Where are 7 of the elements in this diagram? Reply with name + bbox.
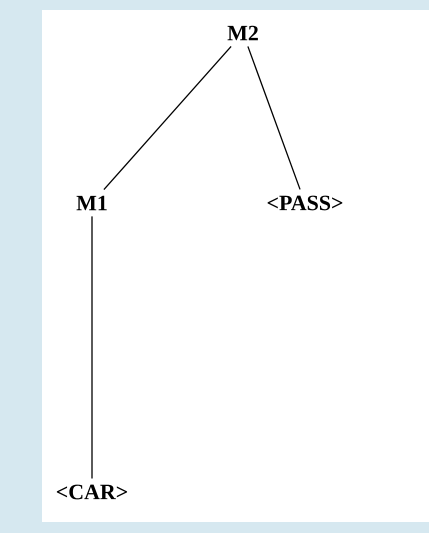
tree-label: <CAR> bbox=[56, 484, 128, 500]
tree-branch bbox=[103, 46, 232, 190]
tree-label: M1 bbox=[76, 196, 107, 210]
tree-branch bbox=[247, 46, 301, 190]
tree-label: M2 bbox=[228, 26, 258, 40]
tree-branch bbox=[91, 216, 93, 478]
tree-label: <PASS> bbox=[268, 196, 342, 210]
